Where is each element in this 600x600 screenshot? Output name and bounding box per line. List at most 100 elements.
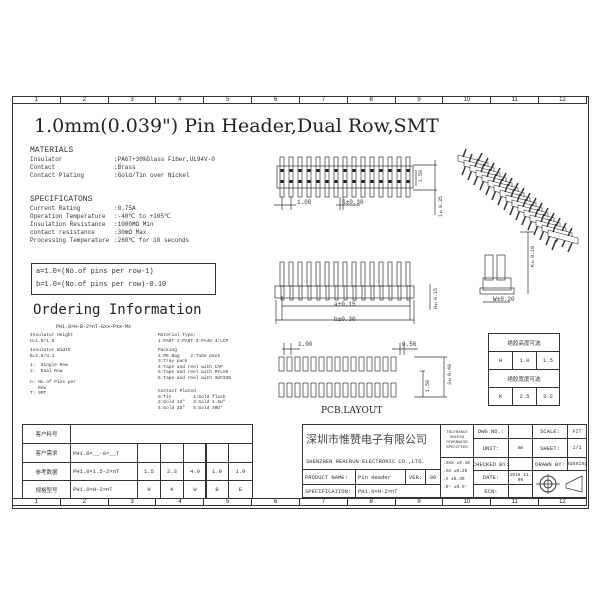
ruler-number: 3 xyxy=(109,97,157,103)
customer-row-value: W xyxy=(183,480,207,499)
dim-b: b±0.30 xyxy=(334,316,356,323)
drawing-stroke xyxy=(298,169,302,172)
ruler-number: 1 xyxy=(13,97,61,103)
title-value-date: 2016.11.06 xyxy=(508,470,533,485)
drawing-stroke xyxy=(498,178,503,188)
formula-a: a=1.0×(No.of pins per row-1) xyxy=(36,268,154,276)
tolerance-row: .X ±0.30 xyxy=(443,477,465,482)
drawing-stroke xyxy=(324,156,330,198)
drawing-stroke xyxy=(539,229,545,241)
customer-row-value[interactable] xyxy=(160,443,184,463)
drawing-stroke xyxy=(405,261,411,287)
drawing-stroke xyxy=(489,162,495,172)
drawing-stroke xyxy=(370,180,374,183)
drawing-stroke xyxy=(531,197,537,207)
title-value-sheet: 1/1 xyxy=(567,438,587,458)
drawing-stroke xyxy=(289,180,293,183)
product-name: Pin Header xyxy=(355,469,406,485)
title-value-unit: mm xyxy=(508,438,533,458)
customer-row-value: 1.9 xyxy=(228,462,253,481)
drawing-stroke xyxy=(503,199,509,211)
ordering-note-left: Insulator Width B=2.5/3.2 xyxy=(30,348,71,359)
customer-part-number-field[interactable] xyxy=(70,424,253,444)
drawing-stroke xyxy=(378,156,384,198)
drawing-stroke xyxy=(379,169,383,172)
option-cell: 2.5 xyxy=(512,387,537,406)
customer-row-spec: PH1.0×__-0×__T xyxy=(70,443,138,463)
drawing-stroke xyxy=(509,204,515,216)
drawing-stroke xyxy=(334,382,341,398)
drawing-stroke xyxy=(286,382,293,398)
drawing-stroke xyxy=(342,356,349,372)
drawing-stroke xyxy=(326,382,333,398)
drawing-stroke xyxy=(474,158,479,168)
drawing-stroke xyxy=(515,209,521,221)
ruler-number: 4 xyxy=(156,97,205,103)
drawing-stroke xyxy=(343,169,347,172)
drawing-stroke xyxy=(390,356,397,372)
ruler-number: 2 xyxy=(61,97,109,103)
option-cell: 1.0 xyxy=(512,351,537,370)
drawing-stroke xyxy=(382,382,389,398)
product-label: PRODUCT NAME: xyxy=(302,469,356,485)
drawing-stroke xyxy=(406,169,410,172)
material-value: :PA6T+30%Glass Fiber,UL94V-0 xyxy=(114,156,215,163)
drawing-stroke xyxy=(405,156,411,198)
drawing-stroke xyxy=(516,193,521,203)
title-value-ecn xyxy=(508,484,533,498)
drawing-stroke xyxy=(307,180,311,183)
title-label-unit: UNIT: xyxy=(473,438,509,458)
drawing-stroke xyxy=(318,382,325,398)
drawing-stroke xyxy=(276,165,414,189)
ordering-note-left: Insulator Height H=1.0/1.5 xyxy=(30,333,74,344)
ruler-number: 5 xyxy=(204,97,253,103)
ruler-number: 8 xyxy=(348,97,396,103)
option-title: 绝胶高度可选 xyxy=(488,333,560,352)
spec-value-cell: PH1.0×H-2×nT xyxy=(355,484,441,498)
drawing-stroke xyxy=(496,254,506,281)
title-label-dwg: DWG NO.: xyxy=(473,424,509,439)
drawing-stroke xyxy=(280,169,284,172)
customer-row-value[interactable] xyxy=(205,443,229,463)
pcb-layout-label: PCB.LAYOUT xyxy=(321,406,383,416)
drawing-stroke xyxy=(358,382,365,398)
drawing-stroke xyxy=(342,156,348,198)
drawing-stroke xyxy=(504,183,509,193)
dim-pitch: 1.00 xyxy=(297,199,312,206)
drawing-stroke xyxy=(350,356,357,372)
drawing-stroke xyxy=(479,179,485,191)
drawing-stroke xyxy=(350,382,357,398)
customer-row-value[interactable] xyxy=(183,443,207,463)
customer-row-value: 1.9 xyxy=(205,462,229,481)
drawing-stroke xyxy=(343,180,347,183)
drawing-stroke xyxy=(468,153,473,163)
dim-span: S±0.30 xyxy=(342,199,364,206)
drawing-stroke xyxy=(486,168,491,178)
drawing-stroke xyxy=(334,169,338,172)
dim-k: K±0.10 xyxy=(530,246,536,268)
material-value: :Brass xyxy=(114,164,136,171)
drawing-stroke xyxy=(561,222,567,232)
customer-row-value: H xyxy=(137,480,161,499)
customer-row-value[interactable] xyxy=(137,443,161,463)
drawing-stroke xyxy=(482,277,512,291)
drawing-stroke xyxy=(546,218,551,228)
drawing-stroke xyxy=(306,261,312,287)
drawing-stroke xyxy=(534,208,539,218)
ruler-number: 9 xyxy=(396,499,444,505)
customer-row-value[interactable] xyxy=(228,443,253,463)
spec-label: Insulation Resistance xyxy=(30,221,106,228)
customer-row-label: 参考数据 xyxy=(22,462,71,481)
spec-label: contact resistance xyxy=(30,229,95,236)
drawing-stroke xyxy=(390,382,397,398)
option-cell: 3.2 xyxy=(536,387,560,406)
drawing-stroke xyxy=(501,172,507,182)
drawing-stroke xyxy=(491,189,497,201)
formula-b: b=1.0×(No.of pins per row)-0.10 xyxy=(36,281,167,289)
spec-label-cell: SPECIFICATION: xyxy=(302,484,356,498)
ruler-number: 2 xyxy=(61,499,109,505)
drawing-stroke xyxy=(310,382,317,398)
title-value-checked xyxy=(508,457,533,471)
material-value: :Gold/Tin over Nickel xyxy=(114,172,190,179)
